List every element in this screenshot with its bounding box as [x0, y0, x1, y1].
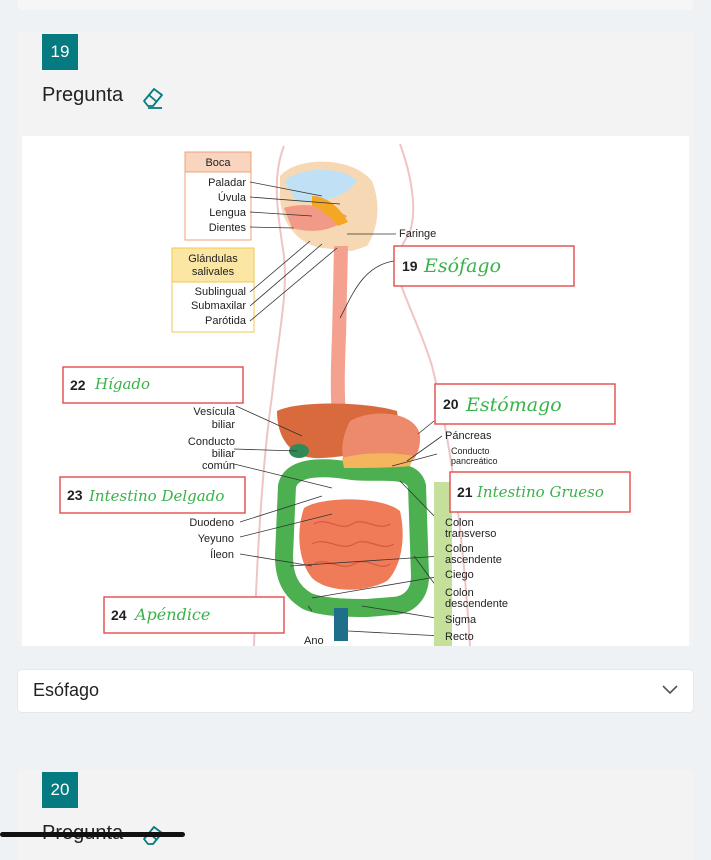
label-ano: Ano [304, 635, 324, 646]
head-anatomy [280, 161, 378, 251]
label-sublingual: Sublingual [195, 286, 246, 298]
label-duodeno: Duodeno [189, 517, 234, 529]
answer-box-23-number: 23 [67, 487, 83, 503]
answer-box-24: 24 Apéndice [103, 596, 285, 634]
gallbladder-shape [289, 444, 309, 458]
answer-box-21-text: Intestino Grueso [476, 483, 604, 501]
answer-box-23-text: Intestino Delgado [88, 487, 224, 505]
label-colon-transverso-2: transverso [445, 528, 496, 540]
question-number-badge: 19 [42, 34, 78, 70]
glandulas-title-1: Glándulas [188, 253, 238, 265]
small-intestine-shape [299, 499, 403, 590]
answer-box-20-text: Estómago [465, 394, 562, 416]
label-conducto-biliar-2: biliar [212, 448, 236, 460]
label-colon-transverso-1: Colon [445, 517, 474, 529]
leader-lines [233, 181, 443, 637]
label-colon-ascendente-1: Colon [445, 543, 474, 555]
previous-card-edge [18, 0, 693, 10]
answer-box-19-number: 19 [402, 258, 418, 274]
label-conducto-biliar-3: común [202, 460, 235, 472]
answer-box-20: 20 Estómago [434, 383, 616, 425]
label-colon-descendente-1: Colon [445, 587, 474, 599]
body-outline [253, 143, 471, 646]
label-conducto-pancreatico-2: pancreático [451, 456, 498, 466]
answer-box-21: 21 Intestino Grueso [449, 471, 631, 513]
label-dientes: Dientes [209, 222, 247, 234]
eraser-icon[interactable] [140, 84, 166, 110]
label-yeyuno: Yeyuno [198, 533, 234, 545]
answer-box-22: 22 Hígado [62, 366, 244, 404]
label-uvula: Úvula [218, 191, 247, 204]
answer-box-19-text: Esófago [423, 255, 501, 277]
label-vesicula-2: biliar [212, 419, 236, 431]
label-faringe: Faringe [399, 228, 436, 240]
label-ciego: Ciego [445, 569, 474, 581]
digestive-system-diagram: Boca Paladar Úvula Lengua Dientes Glándu… [22, 136, 689, 646]
label-parotida: Parótida [205, 315, 247, 327]
answer-dropdown[interactable]: Esófago [18, 670, 693, 712]
home-indicator [0, 832, 185, 837]
next-question-card: 20 Pregunta [18, 770, 693, 860]
large-intestine-shape [274, 459, 430, 618]
answer-selected-value: Esófago [33, 680, 100, 700]
question-card: 19 Pregunta [18, 32, 693, 646]
answer-box-19: 19 Esófago [393, 245, 575, 287]
label-recto: Recto [445, 631, 474, 643]
label-lengua: Lengua [209, 207, 247, 219]
boca-title: Boca [205, 157, 231, 169]
label-vesicula-1: Vesícula [193, 406, 235, 418]
label-pancreas: Páncreas [445, 430, 492, 442]
answer-box-22-text: Hígado [94, 375, 150, 393]
label-submaxilar: Submaxilar [191, 300, 246, 312]
answer-box-20-number: 20 [443, 396, 459, 412]
esophagus-shape [330, 246, 350, 436]
chevron-down-icon [662, 685, 678, 695]
answer-box-21-number: 21 [457, 484, 473, 500]
label-conducto-pancreatico-1: Conducto [451, 446, 490, 456]
answer-box-24-number: 24 [111, 607, 127, 623]
question-label: Pregunta [42, 84, 124, 106]
rectum-shape [334, 608, 348, 641]
label-ileon: Íleon [210, 548, 234, 561]
label-colon-descendente-2: descendente [445, 598, 508, 610]
small-intestine-folds [311, 521, 395, 567]
label-colon-ascendente-2: ascendente [445, 554, 502, 566]
answer-box-23: 23 Intestino Delgado [59, 476, 246, 514]
pancreas-shape [342, 453, 414, 468]
label-paladar: Paladar [208, 177, 246, 189]
label-sigma: Sigma [445, 614, 477, 626]
next-question-number-badge: 20 [42, 772, 78, 808]
answer-box-24-text: Apéndice [133, 605, 210, 624]
colon-label-strip [434, 482, 452, 646]
answer-box-22-number: 22 [70, 377, 86, 393]
glandulas-title-2: salivales [192, 266, 235, 278]
label-conducto-biliar-1: Conducto [188, 436, 235, 448]
